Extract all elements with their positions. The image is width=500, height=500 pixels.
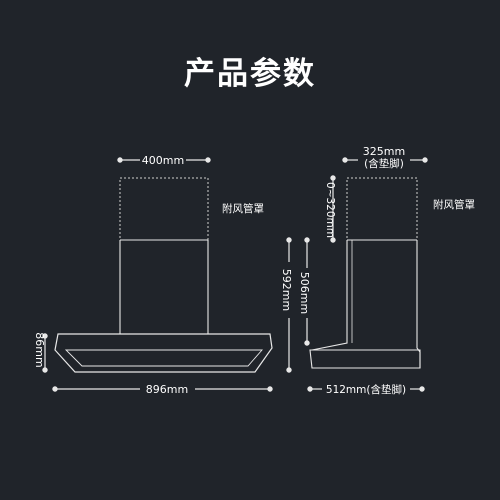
side-body <box>309 239 421 369</box>
front-chimney <box>119 239 209 334</box>
front-hood-height-dimension <box>42 333 48 373</box>
side-base-width-label: 512mm(含垫脚) <box>326 383 406 396</box>
side-view: 325mm (含垫脚) 0~320mm 附风管罩 <box>298 145 475 396</box>
front-cover-label: 附风管罩 <box>222 202 264 215</box>
front-view: 400mm 附风管罩 86mm 592mm <box>33 154 293 396</box>
front-total-height-label: 592mm <box>280 269 293 311</box>
front-total-height-dimension <box>286 237 292 373</box>
side-cover-label: 附风管罩 <box>433 198 475 211</box>
side-duct-cover <box>346 177 418 241</box>
side-adjust-dimension <box>330 175 336 243</box>
page-title: 产品参数 <box>184 56 316 92</box>
side-adjust-range-label: 0~320mm <box>324 182 336 238</box>
front-top-width-label: 400mm <box>142 154 184 167</box>
side-base-dimension <box>307 386 425 392</box>
side-body-height-label: 506mm <box>298 272 311 314</box>
side-top-dimension <box>342 157 428 163</box>
front-duct-cover <box>119 177 209 241</box>
front-base-dimension <box>52 386 273 392</box>
front-base-width-label: 896mm <box>146 383 188 396</box>
side-top-width-sublabel: (含垫脚) <box>364 157 404 170</box>
front-top-dimension <box>117 157 211 163</box>
front-hood <box>54 333 273 373</box>
front-hood-height-label: 86mm <box>33 332 46 367</box>
side-top-width-label: 325mm <box>363 145 405 158</box>
side-body-height-dimension <box>304 237 310 346</box>
